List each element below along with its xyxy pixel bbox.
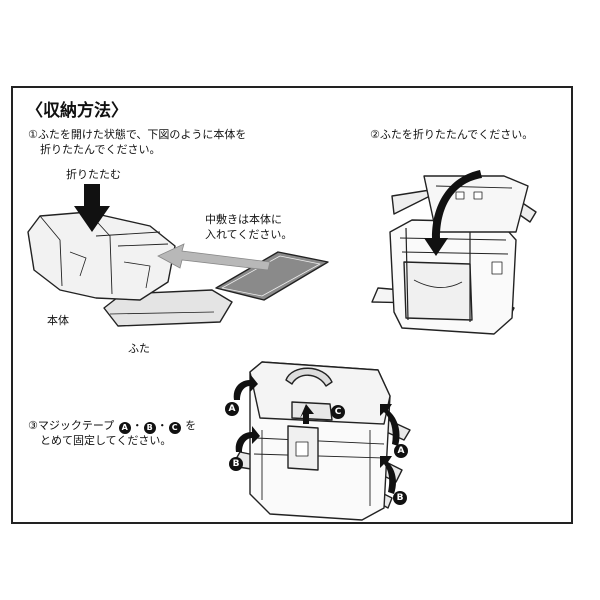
step3-line2: とめて固定してください。 (40, 434, 172, 447)
marker-a-right: A (394, 444, 408, 458)
arrow-a-left (233, 374, 258, 400)
step1-illustration (27, 211, 329, 327)
label-body: 本体 (47, 314, 69, 327)
step1-line2: 折りたたんでください。 (40, 143, 161, 156)
step2-text: ②ふたを折りたたんでください。 (370, 128, 534, 141)
arrow-b-left (235, 426, 260, 452)
step3-prefix: ③マジックテープ (28, 419, 115, 432)
step3-line1: ③マジックテープ A・B・C を (28, 418, 196, 434)
label-insert-line2: 入れてください。 (205, 228, 293, 241)
instruction-frame (11, 86, 573, 524)
step1-line1: ①ふたを開けた状態で、下図のように本体を (28, 128, 247, 141)
marker-b-right: B (393, 491, 407, 505)
label-insert-line1: 中敷きは本体に (205, 213, 282, 226)
arrow-b-right (380, 456, 396, 494)
step2-illustration (371, 175, 537, 335)
marker-a-left: A (225, 402, 239, 416)
step3-dot1: ・ (131, 419, 143, 432)
marker-c-top: C (331, 405, 345, 419)
marker-b-left: B (229, 457, 243, 471)
fold-lid-arrow (424, 170, 482, 256)
step3-dot2: ・ (156, 419, 168, 432)
step3-illustration (231, 361, 411, 521)
fold-arrow (74, 184, 110, 232)
arrow-a-right (380, 404, 400, 446)
velcro-b-badge: B (143, 422, 156, 434)
page-title: 〈収納方法〉 (26, 101, 128, 121)
velcro-a-badge: A (118, 422, 131, 434)
label-fold: 折りたたむ (66, 168, 121, 181)
insert-arrow (157, 243, 271, 271)
velcro-c-badge: C (168, 422, 181, 434)
step3-suffix: を (185, 419, 197, 432)
label-lid: ふた (128, 342, 150, 355)
arrow-c-up (300, 404, 314, 424)
